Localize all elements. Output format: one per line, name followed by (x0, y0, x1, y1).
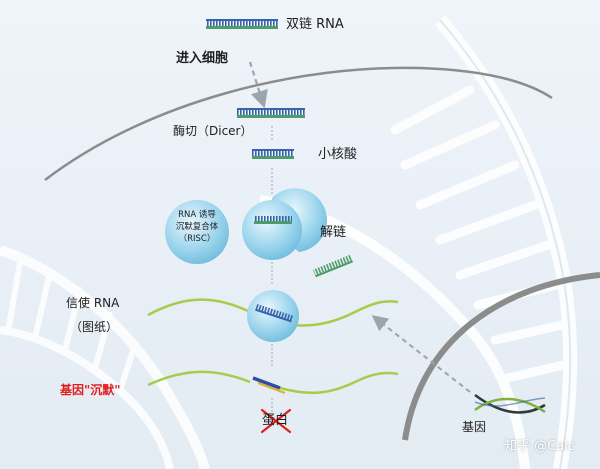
label-dsrna: 双链 RNA (286, 17, 344, 32)
watermark: 知乎 @Caic (504, 439, 575, 454)
label-mrna-blueprint: （图纸） (70, 320, 119, 334)
risc-sphere-icon (165, 200, 229, 264)
label-risc-line2: 沉默复合体 (175, 222, 219, 232)
label-gene-silencing: 基因"沉默" (60, 383, 121, 397)
label-protein: 蛋白 (262, 413, 289, 428)
label-unwind: 解链 (320, 225, 347, 240)
sirna-icon (252, 149, 294, 159)
label-risc-line1: RNA 诱导 (178, 210, 216, 220)
arrow-icon (248, 61, 268, 109)
gene-icon (474, 393, 546, 414)
label-sirna: 小核酸 (318, 147, 358, 162)
label-enter-cell: 进入细胞 (176, 51, 229, 66)
label-risc-line3: （RISC） (178, 234, 216, 244)
nucleus-membrane (402, 272, 600, 441)
dsrna-icon (206, 19, 278, 29)
label-gene: 基因 (462, 420, 487, 434)
cleaved-mrna (147, 370, 399, 394)
sirna-icon (312, 254, 354, 278)
dna-helix-icon (0, 245, 210, 469)
arrow-icon (371, 315, 471, 393)
cross-icon (260, 408, 292, 434)
dsrna-icon (237, 108, 305, 118)
label-dicer: 酶切（Dicer） (173, 124, 253, 138)
risc-sphere-icon (242, 188, 327, 260)
cell-membrane (44, 66, 553, 181)
risc-sphere-icon (247, 290, 299, 342)
label-mrna: 信使 RNA (66, 296, 120, 310)
